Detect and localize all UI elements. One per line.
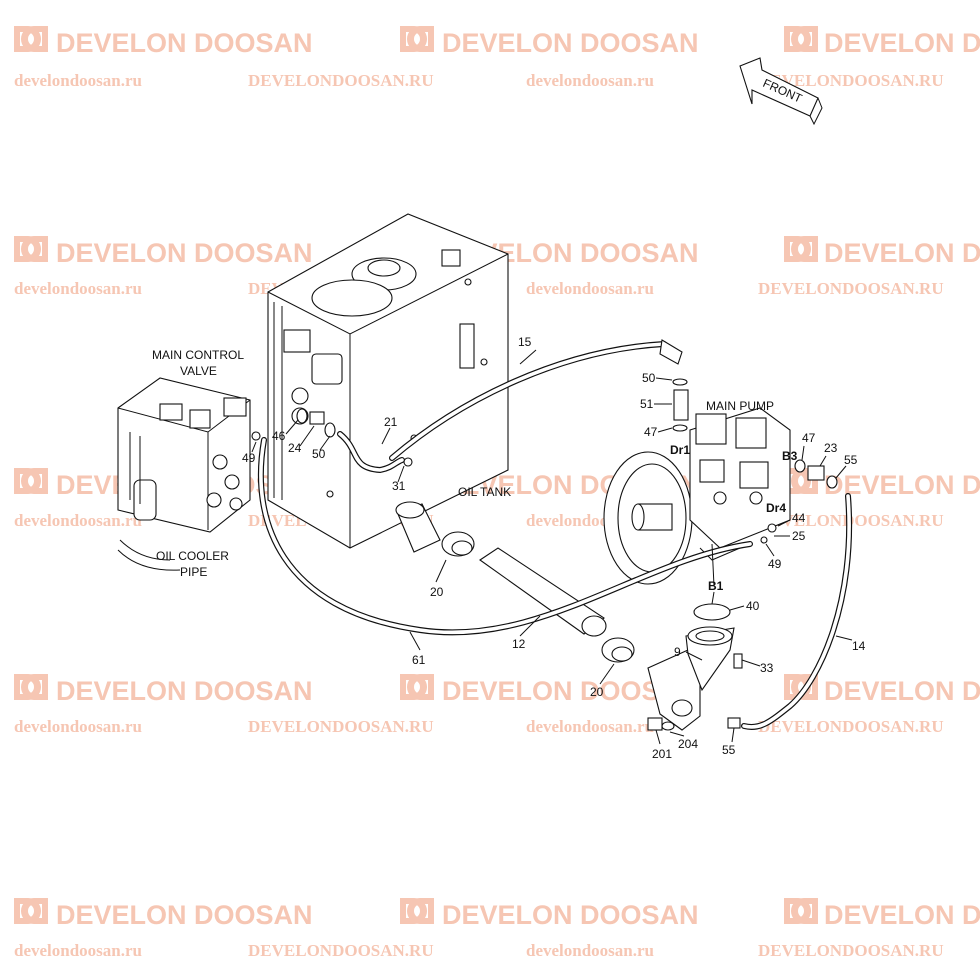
watermark-brand: DEVELON DOOSAN — [56, 900, 313, 930]
watermark-brand: DEVELON DOOSAN — [824, 676, 980, 706]
port-labels: Dr1 B3 Dr4 B1 — [670, 443, 798, 593]
callout-21: 21 — [384, 415, 398, 429]
callout-49: 49 — [242, 451, 256, 465]
caption-oil-tank: OIL TANK — [458, 485, 511, 499]
watermark-logo — [14, 898, 48, 924]
callout-47: 47 — [644, 425, 658, 439]
watermark-url: develondoosan.ru — [14, 717, 142, 736]
watermark-brand: DEVELON DOOSAN — [824, 900, 980, 930]
watermark-brand: DEVELON DOOSAN — [824, 28, 980, 58]
callout-24: 24 — [288, 441, 302, 455]
watermark-brand: DEVELON DOOSAN — [442, 28, 699, 58]
watermark-url: DEVELONDOOSAN.RU — [248, 717, 434, 736]
port-dr4: Dr4 — [766, 501, 786, 515]
callout-31: 31 — [392, 479, 406, 493]
callout-50: 50 — [642, 371, 656, 385]
callout-25: 25 — [792, 529, 806, 543]
callout-44: 44 — [792, 511, 806, 525]
caption-main-control-valve-line2: VALVE — [180, 364, 217, 378]
port-b1: B1 — [708, 579, 724, 593]
callout-49: 49 — [768, 557, 782, 571]
watermark-url: develondoosan.ru — [526, 941, 654, 960]
watermark-logo — [14, 26, 48, 52]
main-control-valve — [117, 377, 251, 571]
watermark-brand: DEVELON DOOSAN — [56, 28, 313, 58]
leader-lines — [251, 349, 853, 745]
watermark-logo — [784, 26, 818, 52]
watermark-url: DEVELONDOOSAN.RU — [758, 71, 944, 90]
watermark-logo — [784, 898, 818, 924]
callout-12: 12 — [512, 637, 526, 651]
callout-15: 15 — [518, 335, 532, 349]
watermark-url: develondoosan.ru — [526, 71, 654, 90]
callout-46: 46 — [272, 429, 286, 443]
watermark-url: develondoosan.ru — [526, 279, 654, 298]
front-arrow-icon: FRONT — [739, 57, 823, 126]
callout-20: 20 — [590, 685, 604, 699]
callout-201: 201 — [652, 747, 672, 761]
caption-main-control-valve-line1: MAIN CONTROL — [152, 348, 244, 362]
port-dr1: Dr1 — [670, 443, 690, 457]
watermark-logo — [784, 236, 818, 262]
watermark-url: DEVELONDOOSAN.RU — [248, 71, 434, 90]
caption-main-pump: MAIN PUMP — [706, 399, 774, 413]
callout-9: 9 — [674, 645, 681, 659]
watermark-brand: DEVELON DOOSAN — [442, 900, 699, 930]
caption-oil-cooler-pipe-line2: PIPE — [180, 565, 207, 579]
caption-oil-cooler-pipe-line1: OIL COOLER — [156, 549, 229, 563]
callout-204: 204 — [678, 737, 698, 751]
watermark-url: develondoosan.ru — [14, 511, 142, 530]
callout-51: 51 — [640, 397, 654, 411]
part-callouts: 15 50 51 47 21 46 24 50 49 31 47 23 55 4… — [242, 335, 866, 761]
main-pump — [603, 407, 791, 585]
watermark-logo — [14, 674, 48, 700]
drain-hoses — [251, 339, 853, 730]
watermark-url: develondoosan.ru — [526, 717, 654, 736]
watermark-url: DEVELONDOOSAN.RU — [758, 941, 944, 960]
watermark-logo — [400, 26, 434, 52]
watermark-logo — [14, 468, 48, 494]
watermark-brand: DEVELON DOOSAN — [56, 676, 313, 706]
watermark-logo — [400, 898, 434, 924]
callout-47: 47 — [802, 431, 816, 445]
watermark-url: develondoosan.ru — [14, 941, 142, 960]
watermark-url: DEVELONDOOSAN.RU — [248, 941, 434, 960]
watermark-url: develondoosan.ru — [14, 279, 142, 298]
callout-40: 40 — [746, 599, 760, 613]
callout-23: 23 — [824, 441, 838, 455]
callout-20: 20 — [430, 585, 444, 599]
watermark-logo — [400, 674, 434, 700]
watermark-url: DEVELONDOOSAN.RU — [758, 717, 944, 736]
watermark-logo — [14, 236, 48, 262]
callout-33: 33 — [760, 661, 774, 675]
watermark-url: DEVELONDOOSAN.RU — [758, 279, 944, 298]
component-captions: MAIN CONTROL VALVE OIL TANK MAIN PUMP OI… — [152, 348, 774, 579]
callout-61: 61 — [412, 653, 426, 667]
watermark-logo — [784, 468, 818, 494]
watermark-url: develondoosan.ru — [14, 71, 142, 90]
watermark-layer: DEVELON DOOSAN DEVELON DOOSAN DEVELON DO… — [14, 26, 980, 960]
callout-50: 50 — [312, 447, 326, 461]
oil-tank — [267, 213, 509, 549]
watermark-brand: DEVELON DOOSAN — [824, 238, 980, 268]
callout-55: 55 — [722, 743, 736, 757]
callout-14: 14 — [852, 639, 866, 653]
callout-55: 55 — [844, 453, 858, 467]
watermark-brand: DEVELON DOOSAN — [56, 238, 313, 268]
port-b3: B3 — [782, 449, 798, 463]
